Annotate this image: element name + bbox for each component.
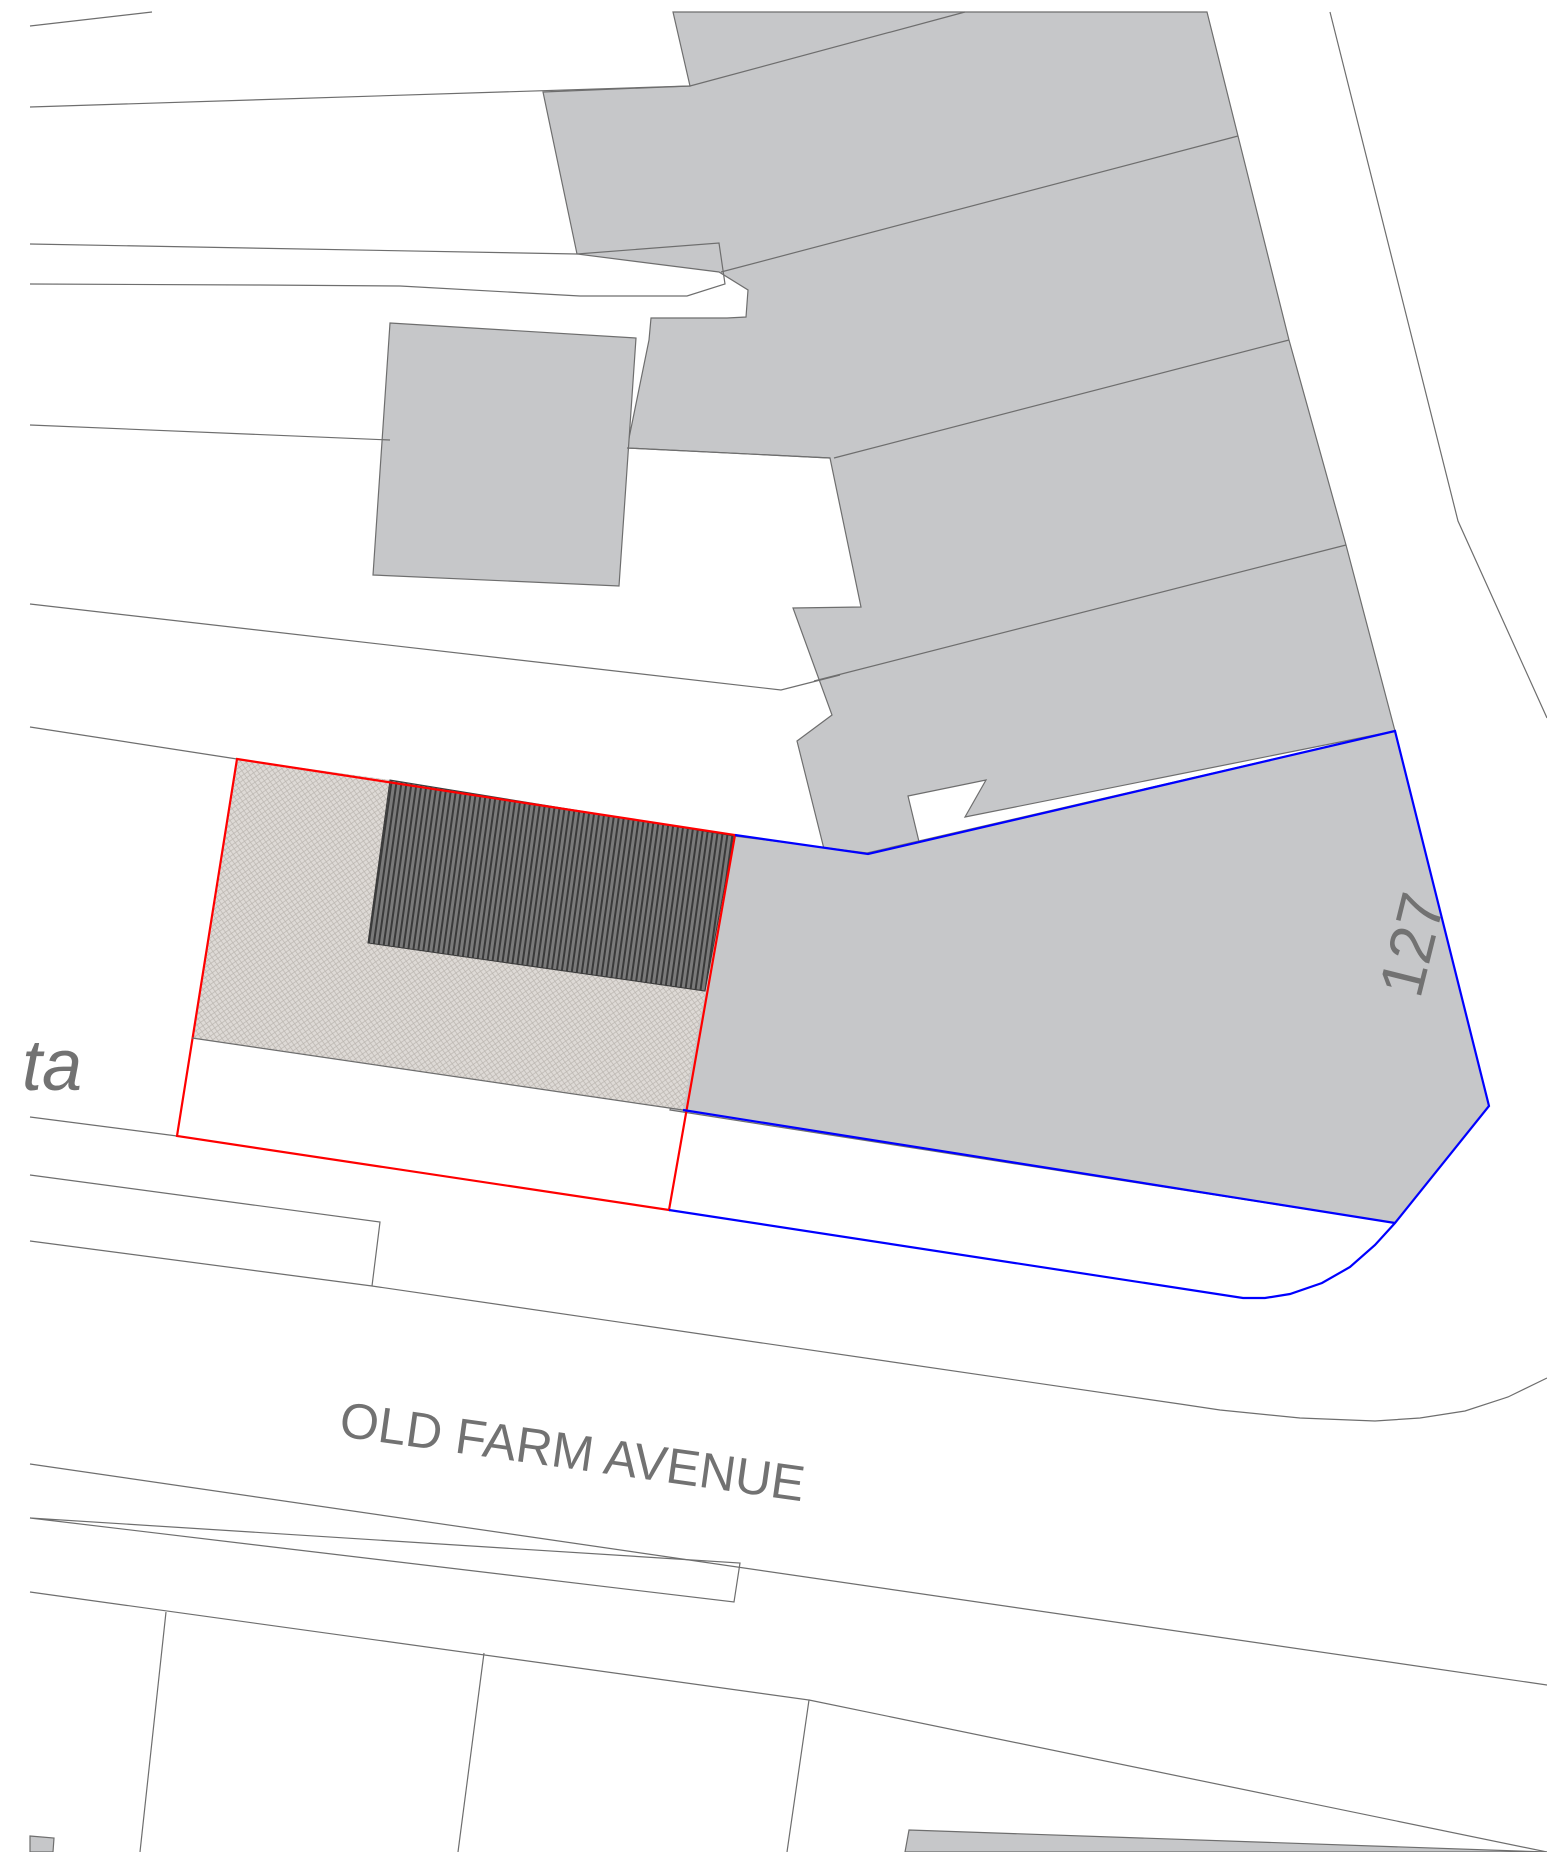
party-walls [689,11,1347,682]
building-bottom-left [29,1835,55,1852]
building-bottom-right [904,1829,1547,1852]
site-front-line [191,1037,684,1111]
street-name-label: OLD FARM AVENUE [336,1391,808,1512]
ownership-boundary-blue [668,729,1491,1300]
outbuilding [372,322,637,587]
ownership-front-line [682,1108,1396,1225]
partial-area-label: ta [22,1026,82,1106]
building-top-terrace [542,11,1396,862]
building-footprints [29,11,1547,1852]
boundary-lines [29,11,1547,1852]
